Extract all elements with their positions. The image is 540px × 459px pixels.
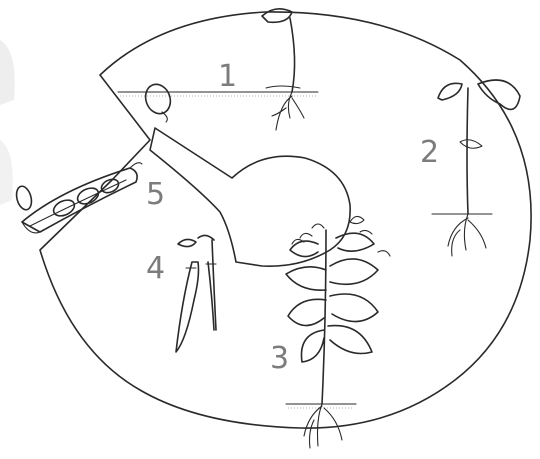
loose-seed: [14, 185, 34, 212]
stage-1-seed: [142, 81, 175, 122]
stage-4-pods: [176, 235, 216, 352]
stage-label-1: 1: [218, 59, 237, 94]
stage-1-seedling: [262, 9, 304, 130]
stage-label-3: 3: [270, 341, 289, 376]
stage-3-mature-plant: [286, 216, 390, 448]
stage-label-2: 2: [420, 135, 439, 170]
stage-5-open-pod: [22, 163, 142, 233]
background-watermark: [0, 40, 15, 205]
stage-label-4: 4: [146, 251, 165, 286]
stage-2-young-plant: [432, 80, 520, 256]
stage-label-5: 5: [146, 177, 165, 212]
